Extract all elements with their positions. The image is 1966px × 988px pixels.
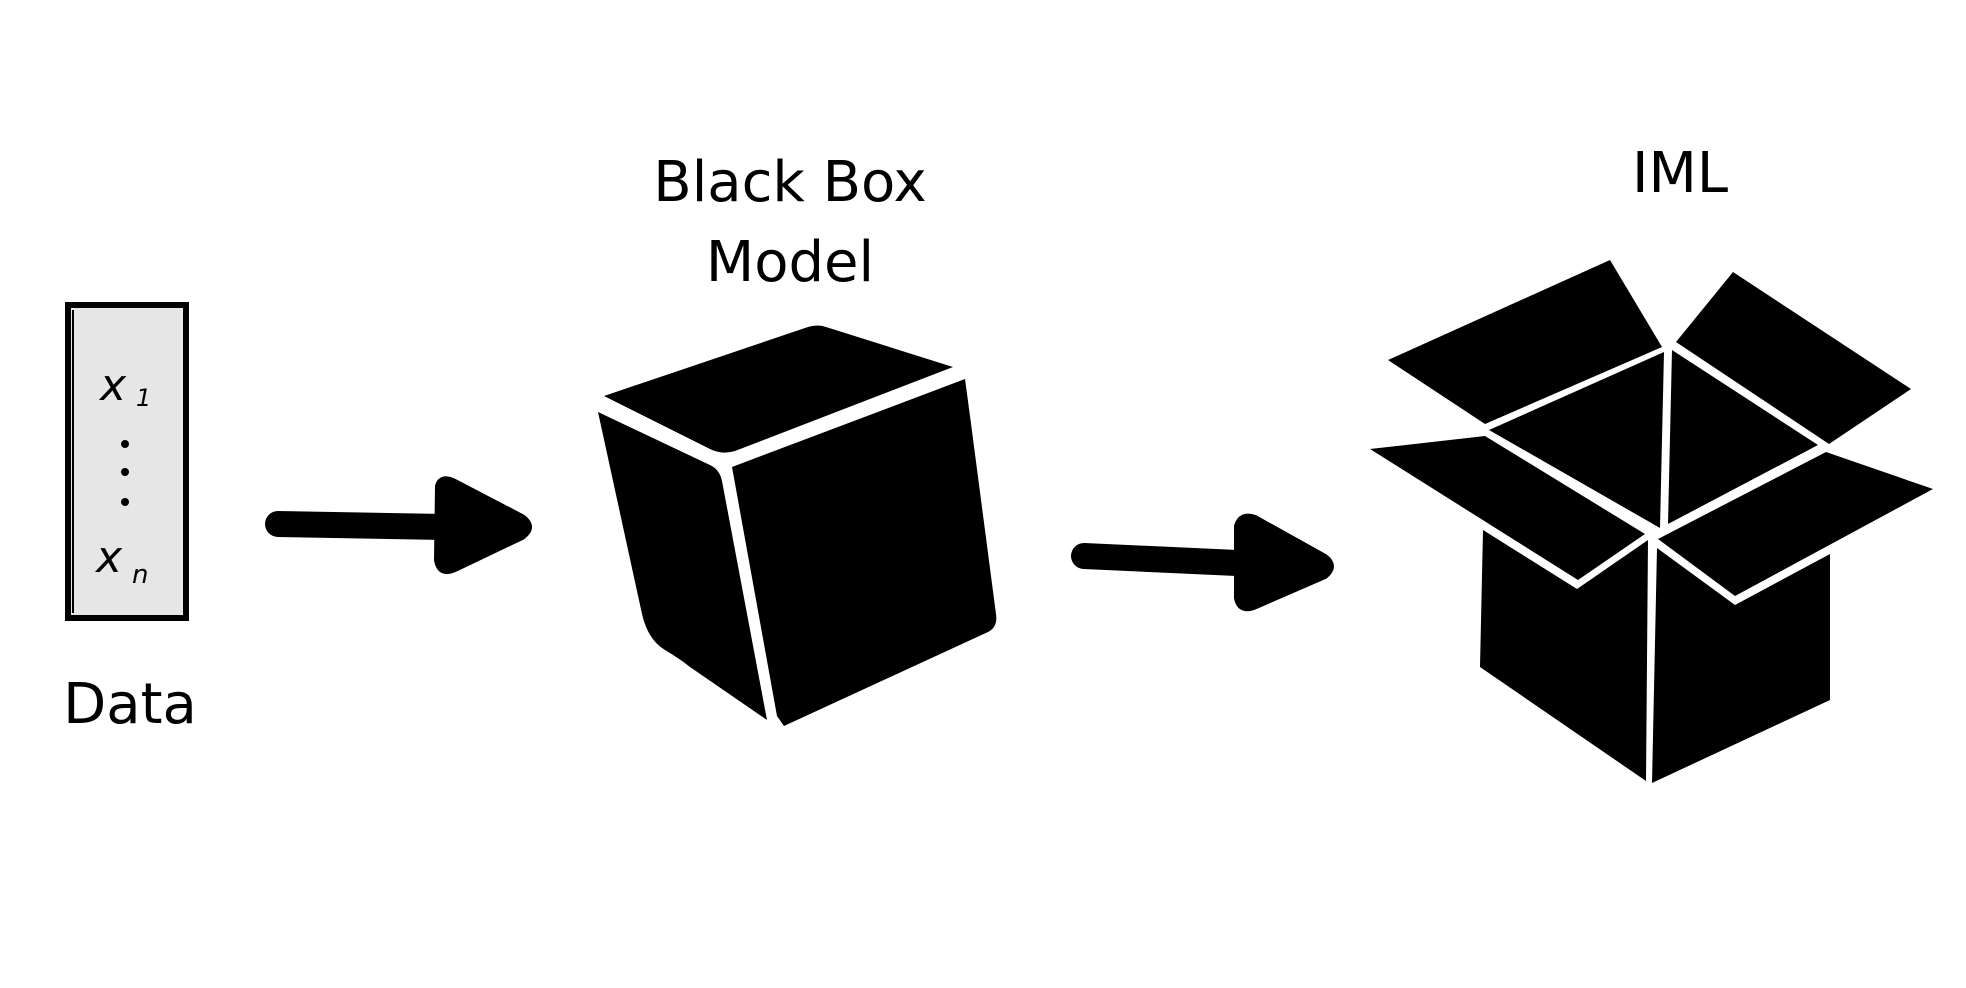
box-left-face — [598, 412, 767, 720]
data-vector-icon: x 1 x n — [65, 302, 189, 621]
data-item-last: x — [94, 532, 123, 583]
arrow-right-icon — [1071, 513, 1334, 612]
data-item-first-subscript: 1 — [136, 384, 151, 412]
open-box-icon — [1370, 260, 1933, 783]
box-right-face — [732, 379, 997, 726]
box-front-right-face — [1652, 548, 1830, 783]
closed-box-icon — [598, 325, 997, 726]
ellipsis-dot — [121, 440, 129, 448]
arrow-right-icon — [265, 476, 532, 575]
box-top-face — [604, 325, 953, 453]
ellipsis-dot — [121, 498, 129, 506]
data-label: Data — [63, 672, 197, 737]
black-box-model-label: Black Box Model — [600, 143, 980, 303]
box-flap-back-right — [1676, 272, 1911, 444]
box-flap-back-left — [1388, 260, 1662, 424]
black-box-label-line2: Model — [705, 230, 875, 295]
data-item-last-subscript: n — [132, 560, 148, 590]
ellipsis-dot — [121, 468, 129, 476]
box-inner-wall-right — [1668, 350, 1818, 524]
box-flap-front-left — [1370, 436, 1645, 580]
box-inner-wall-left — [1489, 352, 1664, 528]
box-flap-front-right — [1658, 452, 1933, 596]
box-front-left-face — [1480, 530, 1648, 781]
data-item-first: x — [98, 360, 127, 411]
black-box-label-line1: Black Box — [653, 150, 927, 215]
iml-label: IML — [1631, 141, 1729, 206]
